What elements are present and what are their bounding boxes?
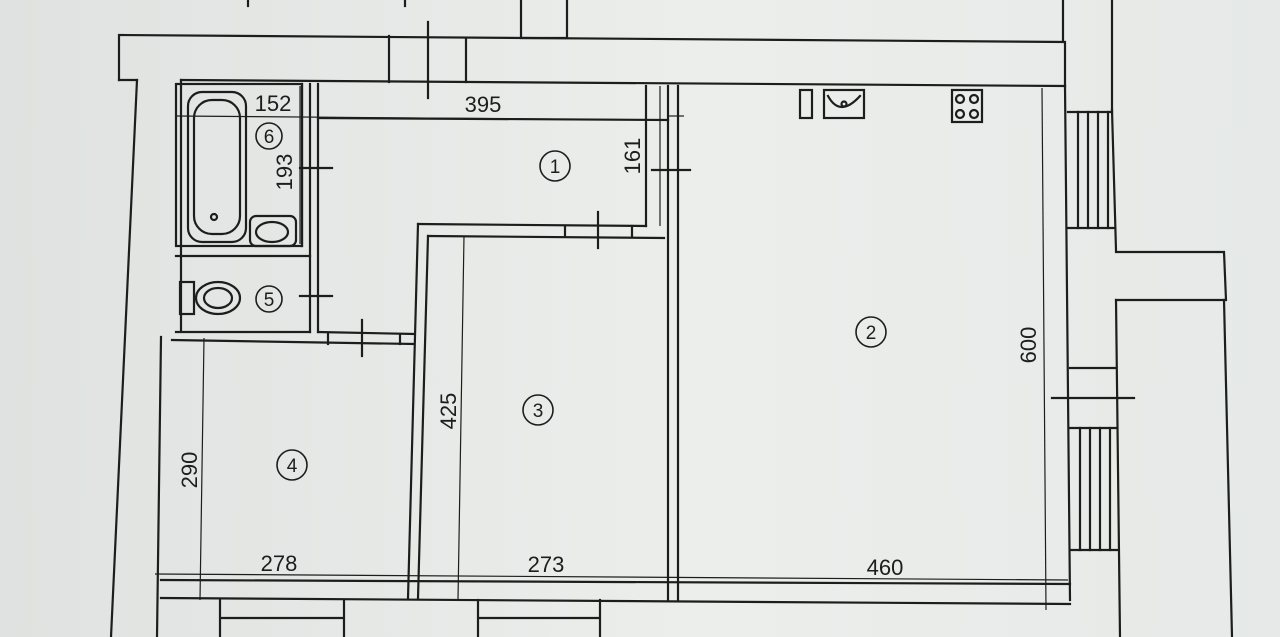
bathroom-sink — [248, 214, 298, 248]
dimension-161: 161 — [620, 138, 645, 175]
bottom-windows — [218, 598, 602, 637]
dimension-600: 600 — [1016, 327, 1041, 364]
bathroom-walls — [174, 82, 320, 334]
top-wall-window — [387, 20, 468, 100]
kitchen-fixtures — [798, 88, 984, 124]
corridor-walls — [170, 84, 680, 602]
room-2-marker — [855, 316, 887, 348]
dimension-395: 395 — [465, 92, 502, 117]
dimension-193: 193 — [272, 154, 297, 191]
toilet — [178, 280, 242, 316]
right-windows — [1050, 110, 1136, 552]
dimension-278: 278 — [261, 551, 298, 576]
room-6-marker — [255, 122, 283, 150]
door-ticks — [298, 166, 692, 358]
dimension-425: 425 — [436, 393, 461, 430]
dimension-273: 273 — [528, 552, 565, 577]
balcony — [1114, 250, 1234, 637]
dimension-290: 290 — [177, 452, 202, 489]
room-3-marker — [522, 394, 554, 426]
room-1-number: 1 — [550, 157, 561, 178]
exterior-walls — [109, 33, 1122, 637]
room-4-marker — [276, 449, 308, 481]
room-5-number: 5 — [264, 290, 275, 311]
room-5-marker — [255, 285, 283, 313]
room-1-marker — [539, 150, 571, 182]
bathtub — [186, 90, 248, 244]
room-3-number: 3 — [533, 401, 544, 422]
dimension-152: 152 — [255, 91, 292, 116]
dimension-lines — [154, 86, 1069, 611]
room-4-number: 4 — [287, 456, 298, 477]
room-2-number: 2 — [866, 323, 877, 344]
room-6-number: 6 — [264, 127, 275, 148]
dimension-460: 460 — [867, 555, 904, 580]
